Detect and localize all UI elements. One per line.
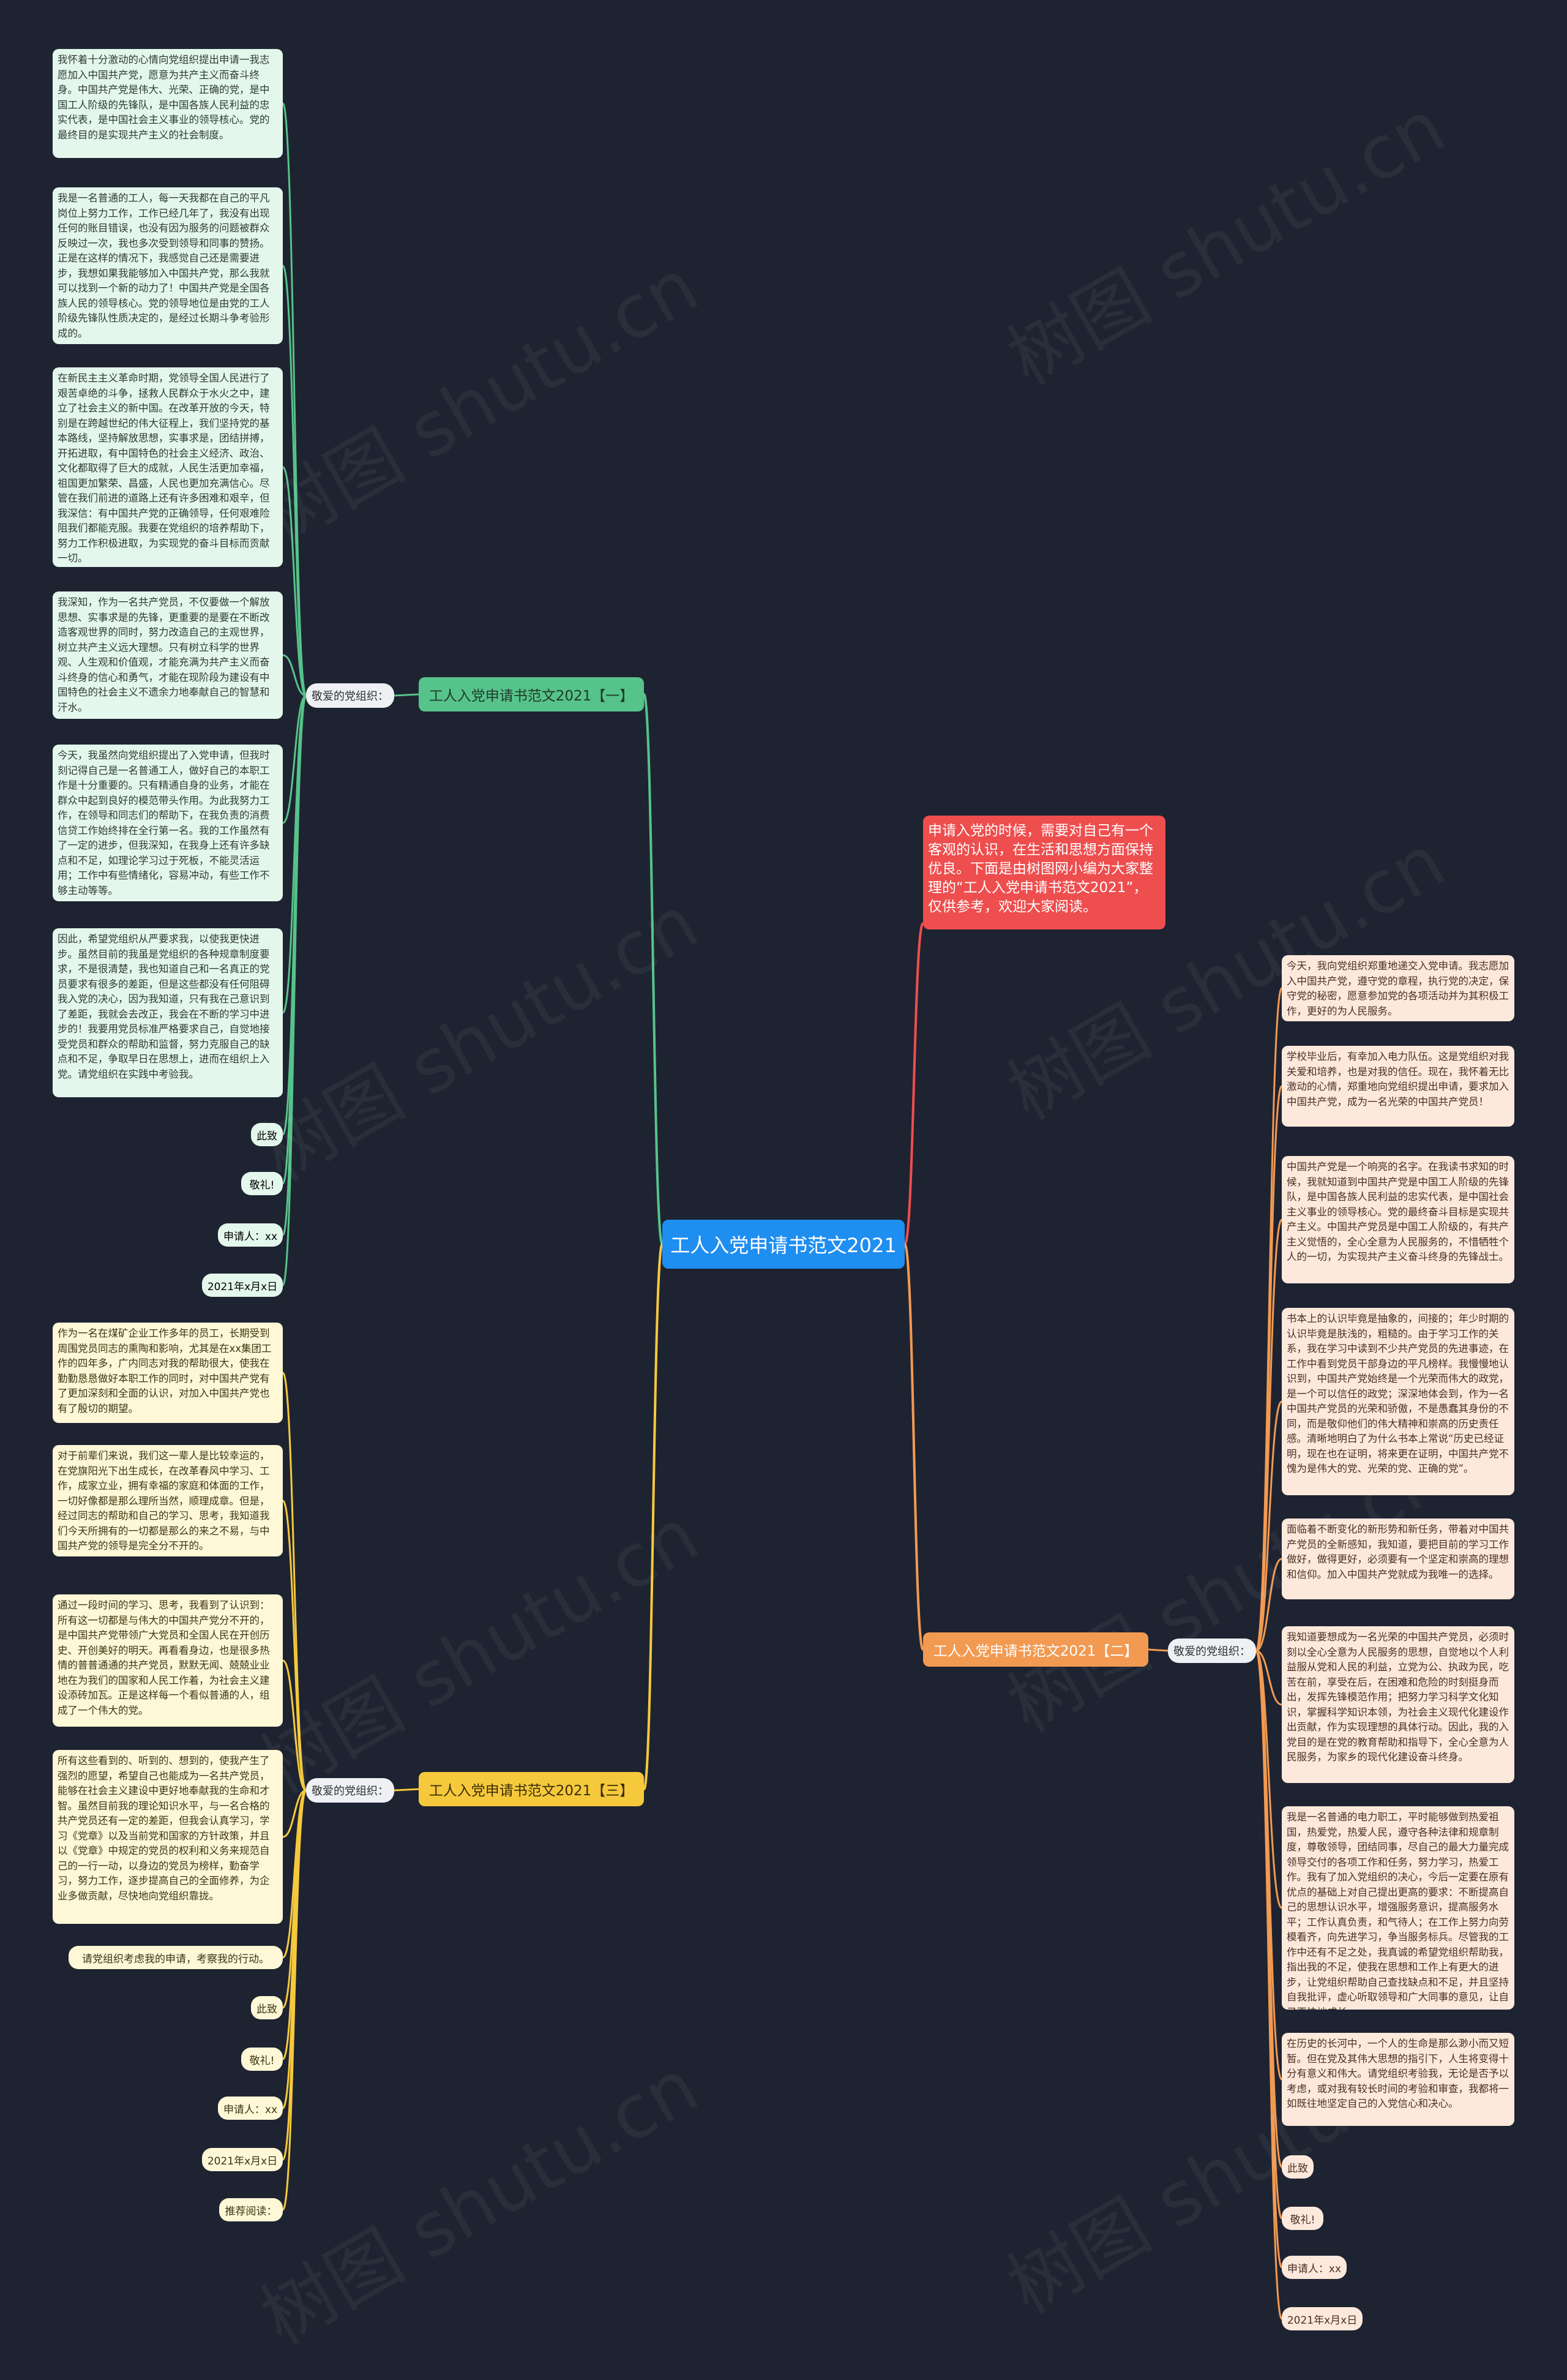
branch-one-closing[interactable]: 此致 (251, 1123, 283, 1146)
connector-line (282, 102, 307, 697)
intro-note[interactable]: 申请入党的时候，需要对自己有一个客观的认识，在生活和思想方面保持优良。下面是由树… (923, 816, 1165, 929)
branch-two-title[interactable]: 工人入党申请书范文2021【二】 (923, 1632, 1148, 1667)
connector-line (643, 1243, 664, 1790)
branch-one-salutation[interactable]: 敬爱的党组织： (306, 683, 394, 708)
connector-line (1255, 1218, 1283, 1652)
connector-line (282, 694, 307, 1286)
connector-line (1255, 987, 1283, 1652)
connector-line (903, 922, 924, 1245)
connector-line (282, 1500, 307, 1792)
branch-one-paragraph[interactable]: 今天，我虽然向党组织提出了入党申请，但我时刻记得自己是一名普通工人，做好自己的本… (53, 745, 283, 901)
branch-three-closing[interactable]: 敬礼! (241, 2048, 283, 2071)
branch-three-paragraph[interactable]: 对于前辈们来说，我们这一辈人是比较幸运的，在党旗阳光下出生成长，在改革春风中学习… (53, 1445, 283, 1556)
branch-three-salutation[interactable]: 敬爱的党组织： (306, 1778, 394, 1803)
connector-line (282, 694, 307, 824)
branch-one-paragraph[interactable]: 我是一名普通的工人，每一天我都在自己的平凡岗位上努力工作，工作已经几年了，我没有… (53, 187, 283, 344)
connector-line (1255, 1558, 1282, 1652)
branch-two-closing[interactable]: 此致 (1282, 2155, 1314, 2179)
branch-two-closing[interactable]: 申请人：xx (1282, 2256, 1347, 2279)
connector-line (903, 1243, 924, 1651)
connector-line (282, 1789, 307, 2211)
branch-one-closing[interactable]: 2021年x月x日 (202, 1274, 283, 1297)
branch-one-paragraph[interactable]: 我怀着十分激动的心情向党组织提出申请一我志愿加入中国共产党，愿意为共产主义而奋斗… (53, 49, 283, 158)
branch-one-paragraph[interactable]: 在新民主主义革命时期，党领导全国人民进行了艰苦卓绝的斗争，拯救人民群众于水火之中… (53, 367, 283, 567)
connector-line (643, 693, 664, 1245)
connector-line (282, 1789, 307, 1838)
branch-three-paragraph[interactable]: 通过一段时间的学习、思考，我看到了认识到：所有这一切都是与伟大的中国共产党分不开… (53, 1594, 283, 1727)
branch-one-title[interactable]: 工人入党申请书范文2021【一】 (419, 677, 644, 711)
branch-three-closing[interactable]: 申请人：xx (218, 2097, 283, 2120)
branch-one-paragraph[interactable]: 我深知，作为一名共产党员，不仅要做一个解放思想、实事求是的先锋，更重要的是要在不… (53, 591, 283, 719)
connector-line (282, 1659, 307, 1792)
branch-two-paragraph[interactable]: 我知道要想成为一名光荣的中国共产党员，必须时刻以全心全意为人民服务的思想，自觉地… (1282, 1626, 1514, 1783)
branch-two-paragraph[interactable]: 面临着不断变化的新形势和新任务，带着对中国共产党员的全新感知，我知道，要把目前的… (1282, 1518, 1514, 1599)
branch-two-paragraph[interactable]: 今天，我向党组织郑重地递交入党申请。我志愿加入中国共产党，遵守党的章程，执行党的… (1282, 955, 1514, 1021)
branch-three-closing[interactable]: 推荐阅读： (219, 2198, 283, 2221)
branch-two-paragraph[interactable]: 在历史的长河中，一个人的生命是那么渺小而又短暂。但在党及其伟大思想的指引下，人生… (1282, 2033, 1514, 2126)
branch-one-paragraph[interactable]: 因此，希望党组织从严要求我，以使我更快进步。虽然目前的我虽是党组织的各种规章制度… (53, 928, 283, 1097)
branch-two-closing[interactable]: 2021年x月x日 (1282, 2307, 1363, 2330)
branch-three-paragraph[interactable]: 所有这些看到的、听到的、想到的，使我产生了强烈的愿望，希望自己也能成为一名共产党… (53, 1750, 283, 1924)
connector-line (394, 693, 419, 697)
connector-line (1255, 1650, 1282, 1706)
branch-three-closing[interactable]: 2021年x月x日 (202, 2148, 283, 2171)
branch-two-closing[interactable]: 敬礼! (1282, 2207, 1323, 2230)
connector-line (1255, 1400, 1283, 1652)
connector-line (1148, 1648, 1169, 1652)
branch-two-salutation[interactable]: 敬爱的党组织： (1168, 1639, 1256, 1663)
branch-three-closing[interactable]: 此致 (251, 1996, 283, 2019)
branch-two-paragraph[interactable]: 中国共产党是一个响亮的名字。在我读书求知的时候，我就知道到中国共产党是中国工人阶… (1282, 1156, 1514, 1283)
connector-line (1255, 1650, 1283, 2320)
connector-line (1255, 1085, 1283, 1652)
connector-line (282, 265, 307, 697)
branch-one-closing[interactable]: 敬礼! (241, 1172, 283, 1195)
branch-two-paragraph[interactable]: 书本上的认识毕竟是抽象的，间接的；年少时期的认识毕竟是肤浅的，粗糙的。由于学习工… (1282, 1308, 1514, 1495)
connector-line (282, 466, 307, 697)
branch-one-closing[interactable]: 申请人：xx (218, 1223, 283, 1247)
root-topic[interactable]: 工人入党申请书范文2021 (662, 1220, 905, 1269)
branch-two-paragraph[interactable]: 学校毕业后，有幸加入电力队伍。这是党组织对我关爱和培养，也是对我的信任。现在，我… (1282, 1046, 1514, 1127)
branch-three-paragraph[interactable]: 作为一名在煤矿企业工作多年的员工，长期受到周围党员同志的熏陶和影响，尤其是在xx… (53, 1323, 283, 1423)
branch-three-paragraph[interactable]: 请党组织考虑我的申请，考察我的行动。 (69, 1946, 283, 1969)
branch-two-paragraph[interactable]: 我是一名普通的电力职工，平时能够做到热爱祖国，热爱党，热爱人民，遵守各种法律和规… (1282, 1806, 1514, 2010)
branch-three-title[interactable]: 工人入党申请书范文2021【三】 (419, 1772, 644, 1806)
connector-line (282, 654, 307, 697)
connector-line (394, 1788, 419, 1792)
connector-line (1255, 1650, 1283, 1909)
